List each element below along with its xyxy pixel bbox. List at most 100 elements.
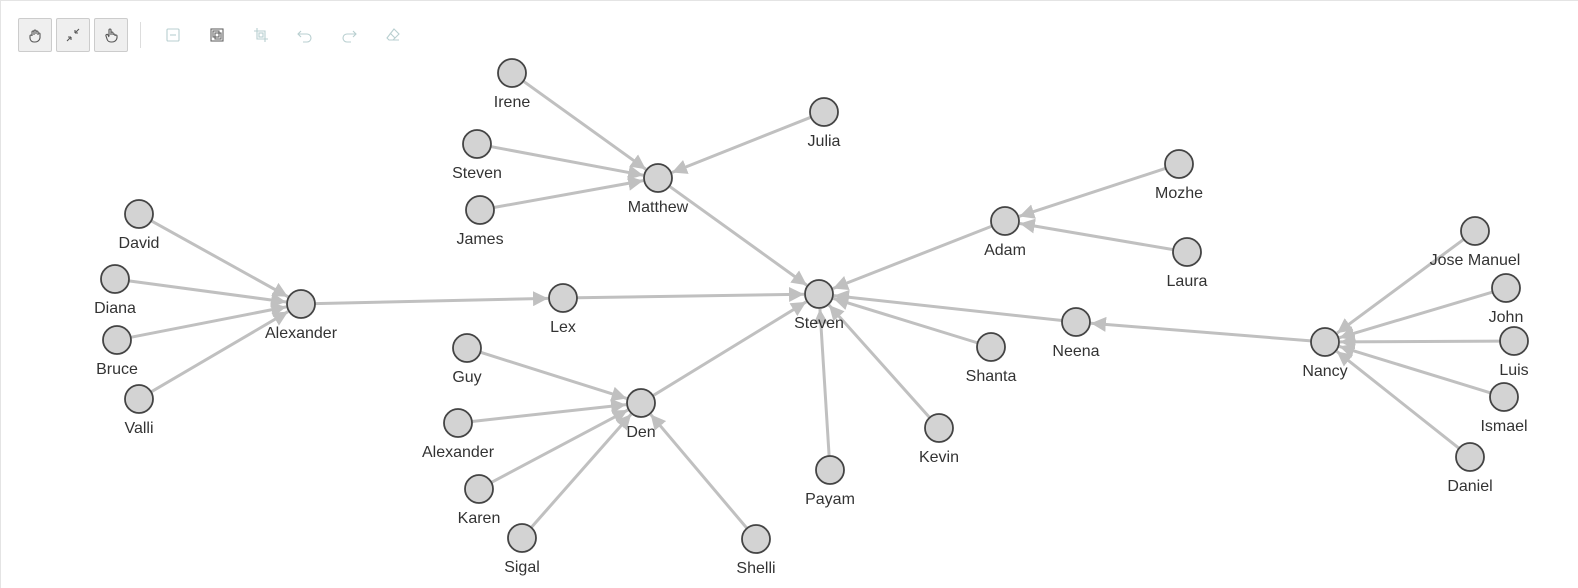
redo-button[interactable] — [329, 18, 369, 52]
node-karen[interactable]: Karen — [458, 474, 501, 527]
select-button[interactable] — [94, 18, 128, 52]
node-mozhe[interactable]: Mozhe — [1155, 149, 1203, 202]
edge-josemanuel-nancy[interactable] — [1336, 238, 1465, 335]
edge-shanta-steven[interactable] — [832, 295, 979, 345]
node-daniel[interactable]: Daniel — [1447, 442, 1493, 495]
edge-sigal-den[interactable] — [530, 413, 633, 529]
node-circle[interactable] — [452, 333, 482, 363]
node-steven[interactable]: Steven — [794, 279, 844, 332]
node-valli[interactable]: Valli — [124, 384, 154, 437]
node-matthew[interactable]: Matthew — [628, 163, 689, 216]
node-bruce[interactable]: Bruce — [96, 325, 138, 378]
edge-den-steven[interactable] — [652, 300, 807, 397]
node-shanta[interactable]: Shanta — [966, 332, 1017, 385]
node-circle[interactable] — [124, 384, 154, 414]
edge-david-alexander1[interactable] — [150, 219, 289, 299]
edge-payam-steven[interactable] — [813, 308, 831, 457]
undo-button[interactable] — [285, 18, 325, 52]
node-circle[interactable] — [924, 413, 954, 443]
node-circle[interactable] — [990, 206, 1020, 236]
node-circle[interactable] — [443, 408, 473, 438]
edge-shelli-den[interactable] — [649, 413, 749, 530]
node-circle[interactable] — [1499, 326, 1529, 356]
pan-button[interactable] — [18, 18, 52, 52]
node-circle[interactable] — [1172, 237, 1202, 267]
edge-kevin-steven[interactable] — [827, 304, 931, 419]
node-irene[interactable]: Irene — [494, 58, 531, 111]
edge-valli-alexander1[interactable] — [150, 310, 289, 394]
edge-lex-steven[interactable] — [576, 286, 805, 302]
remove-button[interactable] — [153, 18, 193, 52]
node-guy[interactable]: Guy — [452, 333, 482, 386]
edge-alexander1-lex[interactable] — [314, 291, 549, 307]
node-james[interactable]: James — [456, 195, 504, 248]
node-alexander1[interactable]: Alexander — [265, 289, 338, 342]
node-john[interactable]: John — [1489, 273, 1524, 326]
edge-guy-den[interactable] — [479, 350, 628, 402]
edge-irene-matthew[interactable] — [522, 79, 647, 171]
node-circle[interactable] — [809, 97, 839, 127]
node-circle[interactable] — [1460, 216, 1490, 246]
edge-neena-steven[interactable] — [833, 289, 1063, 322]
node-circle[interactable] — [804, 279, 834, 309]
node-david[interactable]: David — [119, 199, 160, 252]
node-circle[interactable] — [815, 455, 845, 485]
node-sigal[interactable]: Sigal — [504, 523, 540, 576]
node-steven1[interactable]: Steven — [452, 129, 502, 182]
edge-matthew-steven[interactable] — [668, 184, 808, 287]
node-circle[interactable] — [464, 474, 494, 504]
node-kevin[interactable]: Kevin — [919, 413, 959, 466]
node-circle[interactable] — [102, 325, 132, 355]
node-circle[interactable] — [124, 199, 154, 229]
node-josemanuel[interactable]: Jose Manuel — [1430, 216, 1521, 269]
edge-diana-alexander1[interactable] — [128, 279, 287, 308]
edge-daniel-nancy[interactable] — [1335, 350, 1460, 450]
node-neena[interactable]: Neena — [1052, 307, 1100, 360]
node-circle[interactable] — [548, 283, 578, 313]
node-adam[interactable]: Adam — [984, 206, 1026, 259]
clear-button[interactable] — [373, 18, 413, 52]
edge-nancy-neena[interactable] — [1090, 316, 1312, 343]
edge-alexander2-den[interactable] — [471, 398, 627, 423]
edge-james-matthew[interactable] — [493, 175, 644, 209]
node-circle[interactable] — [1491, 273, 1521, 303]
edge-adam-steven[interactable] — [832, 224, 993, 291]
node-circle[interactable] — [1455, 442, 1485, 472]
node-laura[interactable]: Laura — [1167, 237, 1208, 290]
fit-frame-button[interactable] — [197, 18, 237, 52]
node-circle[interactable] — [465, 195, 495, 225]
edge-julia-matthew[interactable] — [671, 115, 812, 174]
node-circle[interactable] — [1489, 382, 1519, 412]
edge-mozhe-adam[interactable] — [1018, 166, 1167, 219]
node-shelli[interactable]: Shelli — [736, 524, 776, 577]
edge-ismael-nancy[interactable] — [1338, 343, 1492, 395]
edge-karen-den[interactable] — [490, 408, 629, 484]
node-circle[interactable] — [1164, 149, 1194, 179]
node-circle[interactable] — [100, 264, 130, 294]
node-diana[interactable]: Diana — [94, 264, 136, 317]
node-circle[interactable] — [462, 129, 492, 159]
node-circle[interactable] — [643, 163, 673, 193]
node-ismael[interactable]: Ismael — [1480, 382, 1528, 435]
layout-button[interactable] — [241, 18, 281, 52]
node-circle[interactable] — [286, 289, 316, 319]
node-lex[interactable]: Lex — [548, 283, 578, 336]
node-alexander2[interactable]: Alexander — [422, 408, 495, 461]
edge-laura-adam[interactable] — [1019, 218, 1174, 252]
node-circle[interactable] — [1310, 327, 1340, 357]
edge-bruce-alexander1[interactable] — [130, 302, 287, 339]
node-circle[interactable] — [976, 332, 1006, 362]
node-den[interactable]: Den — [626, 388, 656, 441]
node-luis[interactable]: Luis — [1499, 326, 1529, 379]
node-circle[interactable] — [741, 524, 771, 554]
node-circle[interactable] — [497, 58, 527, 88]
node-circle[interactable] — [1061, 307, 1091, 337]
edge-john-nancy[interactable] — [1338, 290, 1494, 341]
node-julia[interactable]: Julia — [808, 97, 841, 150]
node-circle[interactable] — [507, 523, 537, 553]
node-payam[interactable]: Payam — [805, 455, 855, 508]
node-circle[interactable] — [626, 388, 656, 418]
node-nancy[interactable]: Nancy — [1302, 327, 1348, 380]
